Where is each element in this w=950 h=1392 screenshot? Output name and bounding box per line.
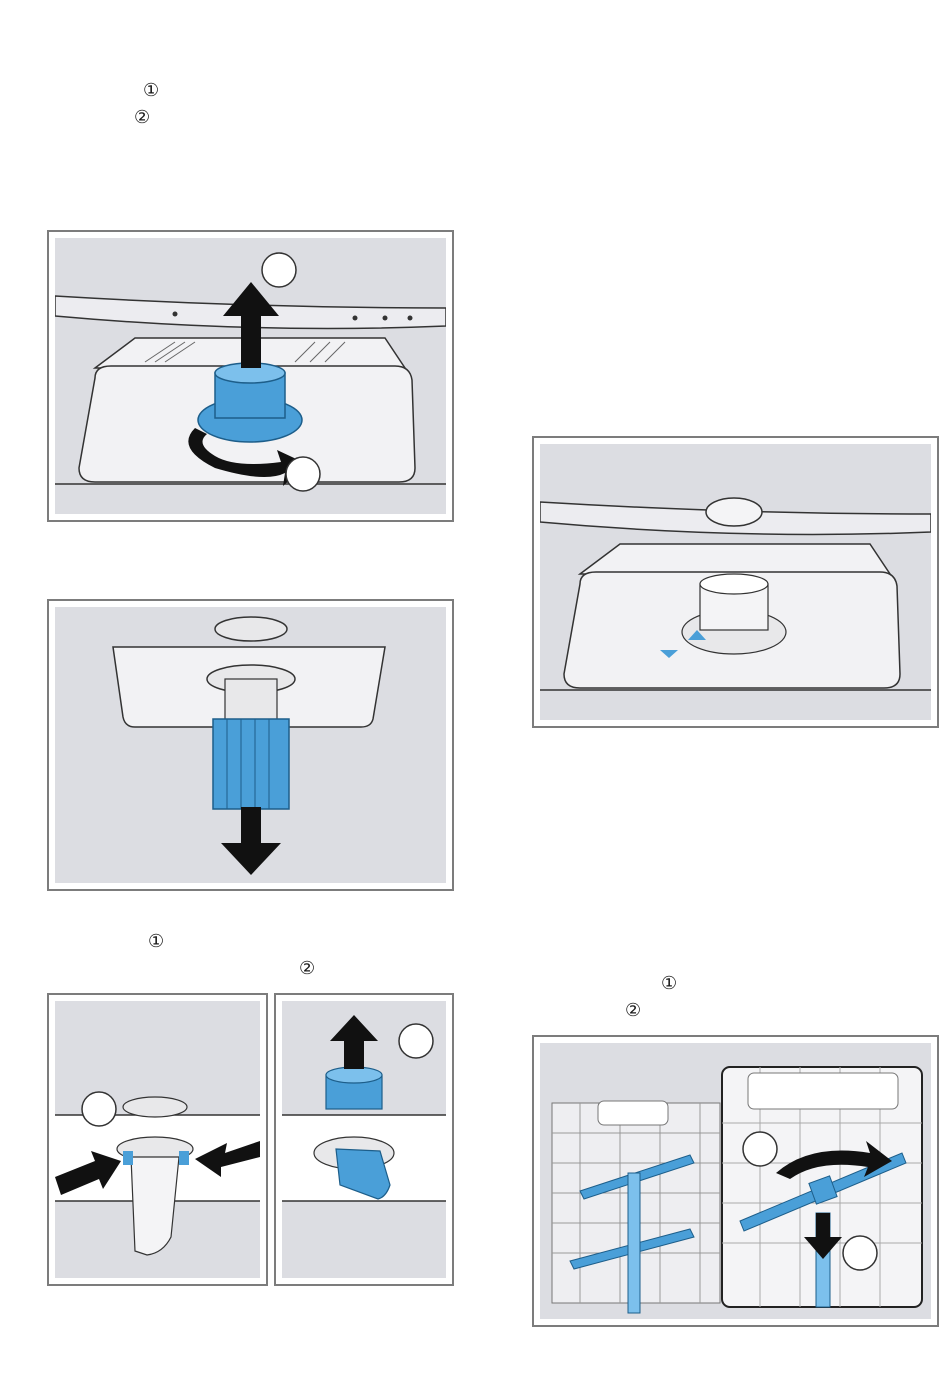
callout-circle-icon xyxy=(399,1024,433,1058)
filter-remove-illustration xyxy=(55,238,446,514)
callout-circle-icon xyxy=(262,253,296,287)
figure-filter-pull-down xyxy=(47,599,454,891)
filter-squeeze-illustration xyxy=(55,1001,260,1278)
marker-1-top: ① xyxy=(143,82,159,100)
callout-circle-icon xyxy=(843,1236,877,1270)
callout-circle-icon xyxy=(743,1132,777,1166)
marker-1-mid: ① xyxy=(148,933,164,951)
spray-arm-illustration xyxy=(540,1043,931,1319)
marker-2-mid: ② xyxy=(299,960,315,978)
figure-filter-squeeze xyxy=(47,993,268,1286)
marker-2-top: ② xyxy=(134,109,150,127)
figure-filter-lift-out xyxy=(274,993,454,1286)
filter-lift-illustration xyxy=(282,1001,446,1278)
filter-pull-illustration xyxy=(55,607,446,883)
callout-circle-icon xyxy=(82,1092,116,1126)
figure-filter-remove xyxy=(47,230,454,522)
callout-circle-icon xyxy=(286,457,320,491)
figure-filter-refit xyxy=(532,436,939,728)
marker-2-right: ② xyxy=(625,1002,641,1020)
marker-1-right: ① xyxy=(661,975,677,993)
figure-spray-arm-remove xyxy=(532,1035,939,1327)
filter-refit-illustration xyxy=(540,444,931,720)
